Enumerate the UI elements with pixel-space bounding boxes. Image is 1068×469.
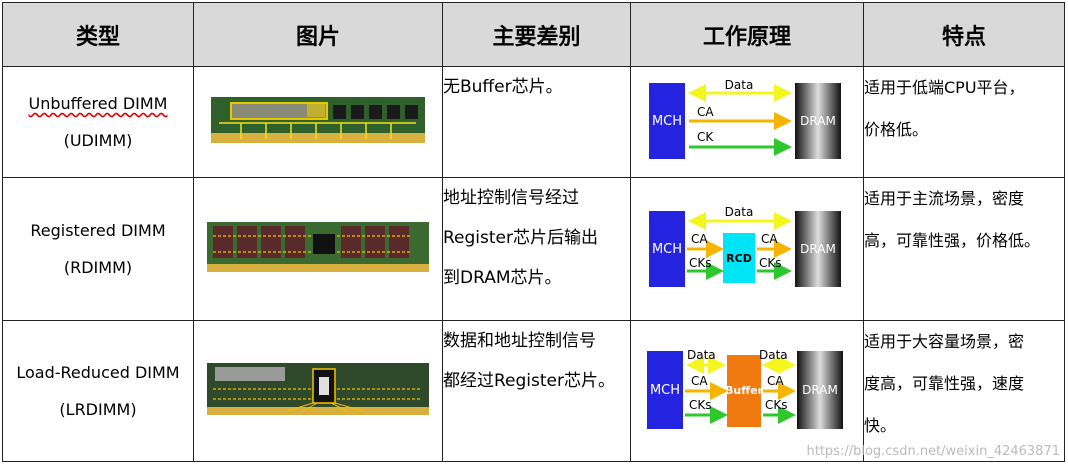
ca-right-label: CA: [761, 232, 778, 246]
data-label: Data: [725, 79, 754, 92]
data-right-label: Data: [759, 348, 788, 362]
header-type: 类型: [2, 2, 194, 67]
type-abbr: (LRDIMM): [59, 400, 137, 419]
type-name: Unbuffered DIMM: [28, 94, 168, 113]
data-label: Data: [725, 205, 754, 219]
cks-left-label: CKs: [689, 398, 712, 412]
table-row-lrdimm: Load-Reduced DIMM (LRDIMM) 数据: [2, 320, 1065, 462]
dram-block: [795, 83, 841, 159]
header-features: 特点: [863, 2, 1065, 67]
ck-label: CK: [697, 130, 714, 144]
lrdimm-diagram: MCH DRAM Buffer Data Data CA CA CKs CKs: [647, 348, 843, 429]
ca-label: CA: [697, 105, 714, 119]
difference-line: Register芯片后输出: [443, 228, 598, 248]
features-cell: 适用于低端CPU平台， 价格低。: [863, 66, 1065, 178]
cks-right-label: CKs: [759, 256, 782, 270]
features-line: 高，可靠性强，价格低。: [864, 231, 1041, 250]
difference-line: 无Buffer芯片。: [443, 77, 563, 97]
features-cell: 适用于大容量场景，密 度高，可靠性强，速度 快。: [863, 320, 1065, 462]
buffer-label: Buffer: [725, 384, 764, 397]
module-image-cell: [193, 320, 443, 462]
features-line: 度高，可靠性强，速度: [864, 374, 1025, 393]
ca-left-label: CA: [691, 232, 708, 246]
ca-right-label: CA: [767, 374, 784, 388]
mch-label: MCH: [652, 114, 682, 129]
mch-block: [649, 83, 685, 159]
dram-label: DRAM: [800, 114, 836, 128]
ca-left-label: CA: [691, 374, 708, 388]
features-cell: 适用于主流场景，密度 高，可靠性强，价格低。: [863, 177, 1065, 321]
header-image: 图片: [193, 2, 443, 67]
rdimm-module-image: [207, 222, 429, 272]
type-abbr: (RDIMM): [63, 258, 133, 277]
table-row-rdimm: Registered DIMM (RDIMM) 地: [2, 177, 1065, 321]
difference-cell: 地址控制信号经过 Register芯片后输出 到DRAM芯片。: [442, 177, 631, 321]
type-name: Registered DIMM: [30, 221, 166, 240]
module-image-cell: [193, 66, 443, 178]
mch-label: MCH: [650, 383, 680, 398]
difference-line: 到DRAM芯片。: [443, 268, 562, 288]
difference-cell: 无Buffer芯片。: [442, 66, 631, 178]
principle-cell: MCH DRAM Data CA CK: [630, 66, 864, 178]
data-left-label: Data: [687, 348, 716, 362]
type-cell: Unbuffered DIMM (UDIMM): [2, 66, 194, 178]
rdimm-diagram: MCH DRAM Data RCD CA CA CKs CKs: [649, 205, 841, 287]
features-line: 适用于主流场景，密度: [864, 189, 1025, 208]
principle-cell: MCH DRAM Data RCD CA CA CKs CKs: [630, 177, 864, 321]
difference-line: 地址控制信号经过: [443, 188, 579, 208]
features-line: 价格低。: [864, 120, 929, 139]
cks-right-label: CKs: [765, 398, 788, 412]
features-line: 适用于低端CPU平台，: [864, 78, 1025, 97]
mch-label: MCH: [652, 242, 682, 257]
lrdimm-module-image: [207, 363, 429, 415]
difference-line: 数据和地址控制信号: [443, 331, 596, 351]
features-line: 适用于大容量场景，密: [864, 332, 1025, 351]
udimm-module-image: [211, 97, 425, 143]
udimm-diagram: MCH DRAM Data CA CK: [649, 78, 841, 159]
dram-label: DRAM: [802, 383, 838, 397]
header-principle: 工作原理: [630, 2, 864, 67]
difference-line: 都经过Register芯片。: [443, 371, 615, 391]
dram-label: DRAM: [800, 242, 836, 256]
header-row: 类型 图片 主要差别 工作原理 特点: [2, 2, 1065, 67]
difference-cell: 数据和地址控制信号 都经过Register芯片。: [442, 320, 631, 462]
type-cell: Load-Reduced DIMM (LRDIMM): [2, 320, 194, 462]
principle-cell: MCH DRAM Buffer Data Data CA CA CKs CKs: [630, 320, 864, 462]
header-difference: 主要差别: [442, 2, 631, 67]
type-name: Load-Reduced DIMM: [16, 363, 180, 382]
type-abbr: (UDIMM): [63, 131, 133, 150]
module-image-cell: [193, 177, 443, 321]
watermark: https://blog.csdn.net/weixin_42463871: [806, 444, 1060, 459]
table-row-udimm: Unbuffered DIMM (UDIMM): [2, 66, 1065, 178]
dimm-comparison-table: 类型 图片 主要差别 工作原理 特点 Unbuffered DIMM (UDIM…: [2, 2, 1065, 462]
rcd-label: RCD: [726, 252, 752, 265]
features-line: 快。: [864, 416, 897, 435]
cks-left-label: CKs: [689, 256, 712, 270]
type-cell: Registered DIMM (RDIMM): [2, 177, 194, 321]
